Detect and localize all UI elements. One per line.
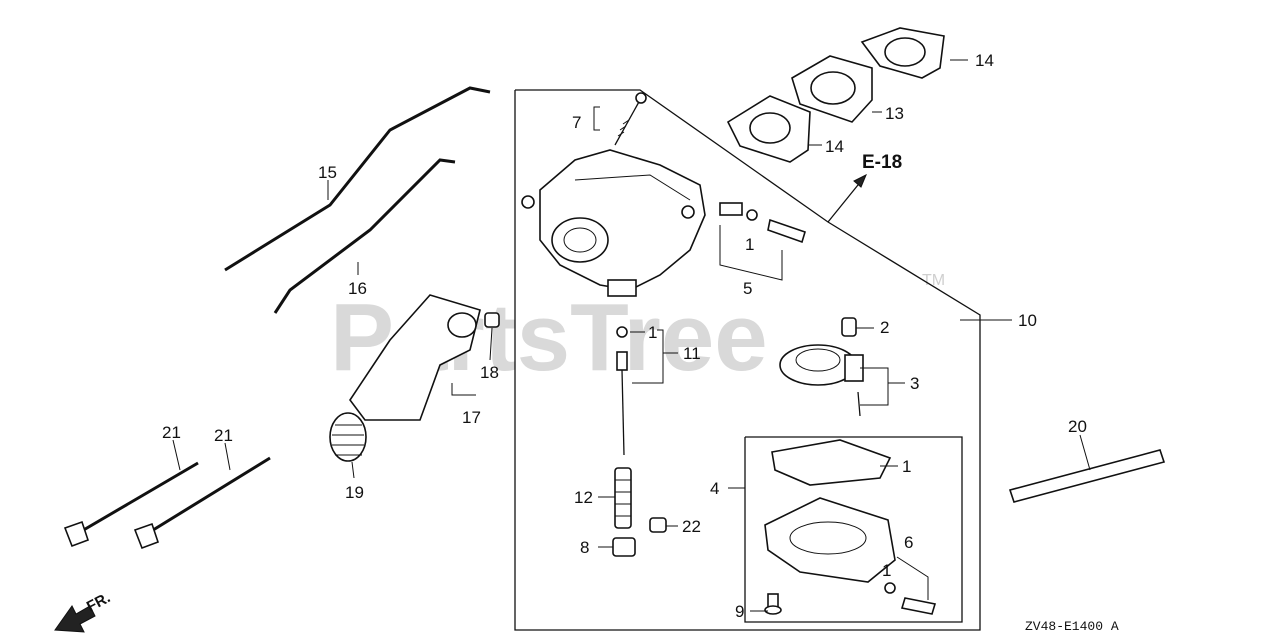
throttle-stop-screw-7[interactable] [614, 92, 647, 146]
float-chamber-4[interactable] [764, 439, 896, 583]
collar-18[interactable] [484, 312, 500, 328]
callout-12[interactable]: 12 [574, 488, 593, 507]
callout-17[interactable]: 17 [462, 408, 481, 427]
callout-19[interactable]: 19 [345, 483, 364, 502]
callout-22[interactable]: 22 [682, 517, 701, 536]
callout-1[interactable]: 1 [902, 457, 911, 476]
flange-bolt-21-b[interactable] [133, 456, 271, 550]
leader-lines [172, 59, 1091, 612]
fuel-tube-20[interactable] [1008, 449, 1166, 503]
callout-7[interactable]: 7 [572, 113, 581, 132]
plug-22[interactable] [649, 517, 667, 533]
callout-21[interactable]: 21 [162, 423, 181, 442]
insulator-gasket-14-lower[interactable] [726, 95, 811, 163]
callout-11[interactable]: 11 [683, 344, 701, 363]
watermark-trademark: TM [922, 272, 945, 289]
reference-label[interactable]: E-18 [862, 152, 902, 173]
callout-18[interactable]: 18 [480, 363, 499, 382]
callout-bracket-6 [896, 556, 929, 600]
callout-15[interactable]: 15 [318, 163, 337, 182]
flange-bolt-21-a[interactable] [63, 461, 199, 548]
callout-4[interactable]: 4 [710, 479, 719, 498]
air-screen-19[interactable] [329, 412, 367, 462]
reference-arrow [827, 173, 867, 223]
callout-1[interactable]: 1 [648, 323, 657, 342]
callout-bracket-5 [719, 225, 783, 281]
air-intake-elbow-17[interactable] [349, 294, 481, 421]
callout-bracket-7 [593, 106, 600, 131]
main-jet-8[interactable] [612, 537, 636, 557]
drain-screw-9[interactable] [764, 593, 782, 615]
callout-14[interactable]: 14 [975, 51, 994, 70]
front-arrow [54, 605, 96, 633]
insulator-gasket-14-top[interactable] [860, 27, 945, 79]
needle-jet-holder-11[interactable] [616, 326, 628, 456]
choke-rod-16[interactable] [273, 158, 456, 314]
insulator-13[interactable] [791, 55, 873, 123]
float-chamber-frame [744, 436, 963, 623]
callout-bracket-3 [860, 367, 889, 406]
callout-bracket-17 [451, 383, 476, 396]
callout-9[interactable]: 9 [735, 602, 744, 621]
callout-5[interactable]: 5 [743, 279, 752, 298]
callout-20[interactable]: 20 [1068, 417, 1087, 436]
carburetor-body[interactable] [521, 149, 706, 297]
callout-13[interactable]: 13 [885, 104, 904, 123]
pilot-screw-set-5[interactable] [719, 202, 806, 244]
callout-bracket-11 [632, 329, 664, 384]
main-nozzle-12[interactable] [614, 467, 632, 529]
callout-16[interactable]: 16 [348, 279, 367, 298]
float-valve-2[interactable] [841, 317, 857, 337]
throttle-rod-15[interactable] [224, 86, 491, 272]
assembly-frame [514, 89, 981, 631]
callout-1[interactable]: 1 [882, 561, 891, 580]
callout-21[interactable]: 21 [214, 426, 233, 445]
callout-8[interactable]: 8 [580, 538, 589, 557]
callout-10[interactable]: 10 [1018, 311, 1037, 330]
callout-6[interactable]: 6 [904, 533, 913, 552]
diagram-code: ZV48-E1400 A [1025, 619, 1119, 634]
callout-3[interactable]: 3 [910, 374, 919, 393]
callout-14[interactable]: 14 [825, 137, 844, 156]
callout-1[interactable]: 1 [745, 235, 754, 254]
float-3[interactable] [779, 344, 864, 417]
drain-screw-6[interactable] [884, 582, 937, 615]
callout-2[interactable]: 2 [880, 318, 889, 337]
